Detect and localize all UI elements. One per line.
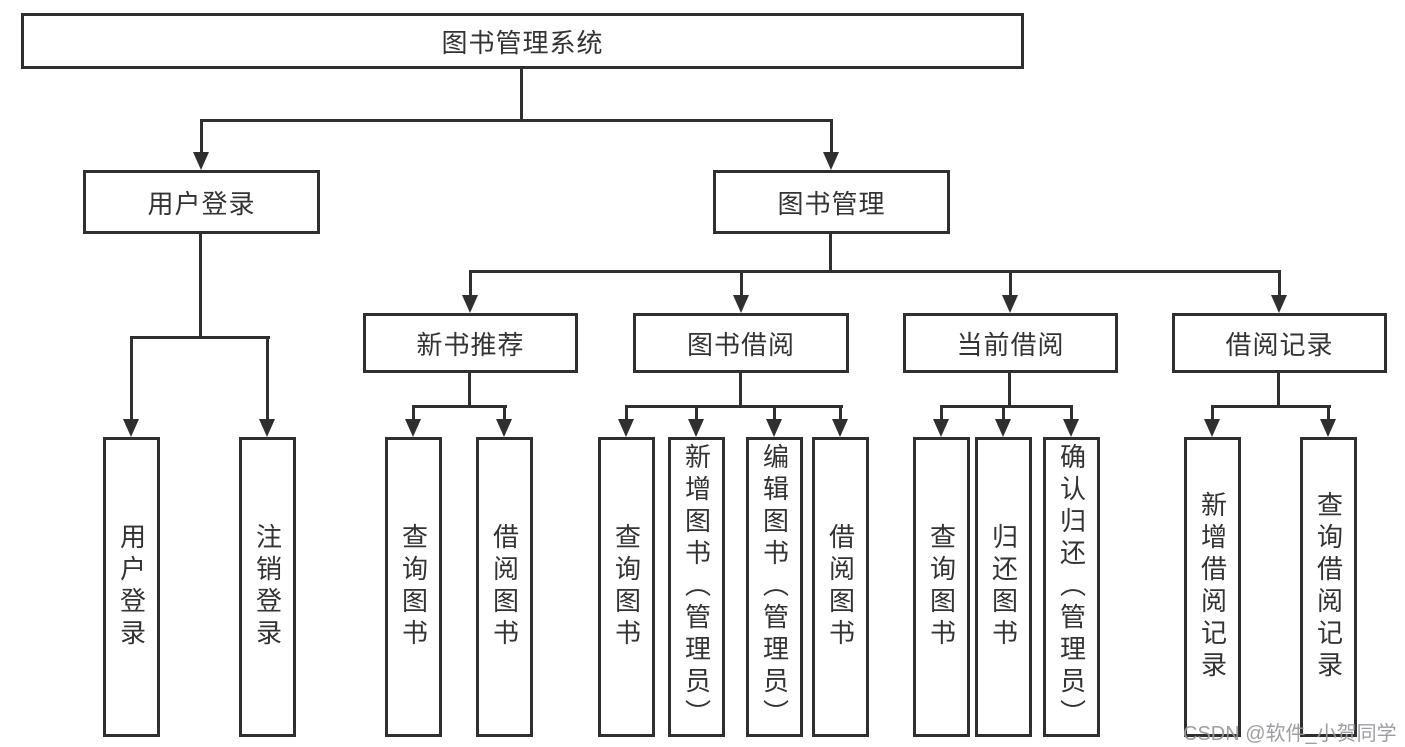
arrow-down-icon [823, 152, 839, 170]
leaf-query-books-borrow: 查询图书 [598, 437, 655, 737]
connector-drop [740, 270, 743, 297]
leaf-query-borrow-record: 查询借阅记录 [1300, 437, 1357, 737]
leaf-confirm-return-admin: 确认归还（管理员） [1043, 437, 1100, 737]
connector-drop [130, 336, 133, 421]
connector-drop [1009, 270, 1012, 297]
node-borrow-records: 借阅记录 [1172, 313, 1387, 373]
arrow-down-icon [123, 419, 139, 437]
arrow-down-icon [259, 419, 275, 437]
connector-stem [829, 234, 832, 273]
connector-stem [1277, 373, 1280, 408]
arrow-down-icon [1271, 295, 1287, 313]
connector-drop [1070, 405, 1073, 421]
leaf-edit-book-admin: 编辑图书（管理员） [746, 437, 803, 737]
connector-stem [1008, 373, 1011, 408]
node-current-borrow: 当前借阅 [903, 313, 1118, 373]
arrow-down-icon [496, 419, 512, 437]
connector-stem [520, 67, 523, 121]
arrow-down-icon [766, 419, 782, 437]
leaf-add-book-admin: 新增图书（管理员） [668, 437, 725, 737]
node-user-login: 用户登录 [83, 170, 320, 234]
connector-drop [773, 405, 776, 421]
arrow-down-icon [618, 419, 634, 437]
arrow-down-icon [688, 419, 704, 437]
arrow-down-icon [1320, 419, 1336, 437]
connector-rail [412, 405, 507, 408]
node-book-borrow: 图书借阅 [633, 313, 849, 373]
connector-stem [199, 234, 202, 339]
arrow-down-icon [832, 419, 848, 437]
connector-rail [625, 405, 843, 408]
connector-drop [503, 405, 506, 421]
connector-rail [940, 405, 1073, 408]
leaf-borrow-books: 借阅图书 [812, 437, 869, 737]
arrow-down-icon [933, 419, 949, 437]
connector-drop [1278, 270, 1281, 297]
arrow-down-icon [1002, 295, 1018, 313]
connector-drop [1211, 405, 1214, 421]
connector-rail [130, 336, 270, 339]
leaf-query-books-recommend: 查询图书 [385, 437, 442, 737]
connector-drop [940, 405, 943, 421]
arrow-down-icon [1063, 419, 1079, 437]
connector-rail [200, 119, 833, 122]
leaf-query-books-current: 查询图书 [913, 437, 970, 737]
arrow-down-icon [1204, 419, 1220, 437]
arrow-down-icon [995, 419, 1011, 437]
leaf-add-borrow-record: 新增借阅记录 [1184, 437, 1241, 737]
arrow-down-icon [462, 295, 478, 313]
connector-drop [839, 405, 842, 421]
connector-stem [468, 373, 471, 408]
node-book-management: 图书管理 [713, 170, 950, 234]
leaf-user-login: 用户登录 [103, 437, 160, 737]
connector-drop [695, 405, 698, 421]
connector-stem [739, 373, 742, 408]
connector-drop [1002, 405, 1005, 421]
connector-drop [830, 119, 833, 154]
connector-drop [625, 405, 628, 421]
connector-drop [1327, 405, 1330, 421]
node-library-system: 图书管理系统 [21, 13, 1024, 69]
leaf-borrow-books-recommend: 借阅图书 [476, 437, 533, 737]
connector-drop [412, 405, 415, 421]
connector-rail [469, 270, 1281, 273]
leaf-return-book: 归还图书 [975, 437, 1032, 737]
arrow-down-icon [193, 152, 209, 170]
watermark: CSDN @软件_小贺同学 [1183, 723, 1397, 745]
connector-drop [200, 119, 203, 154]
connector-drop [266, 336, 269, 421]
connector-rail [1211, 405, 1331, 408]
arrow-down-icon [405, 419, 421, 437]
leaf-logout: 注销登录 [239, 437, 296, 737]
arrow-down-icon [733, 295, 749, 313]
node-new-book-recommend: 新书推荐 [363, 313, 578, 373]
connector-drop [469, 270, 472, 297]
